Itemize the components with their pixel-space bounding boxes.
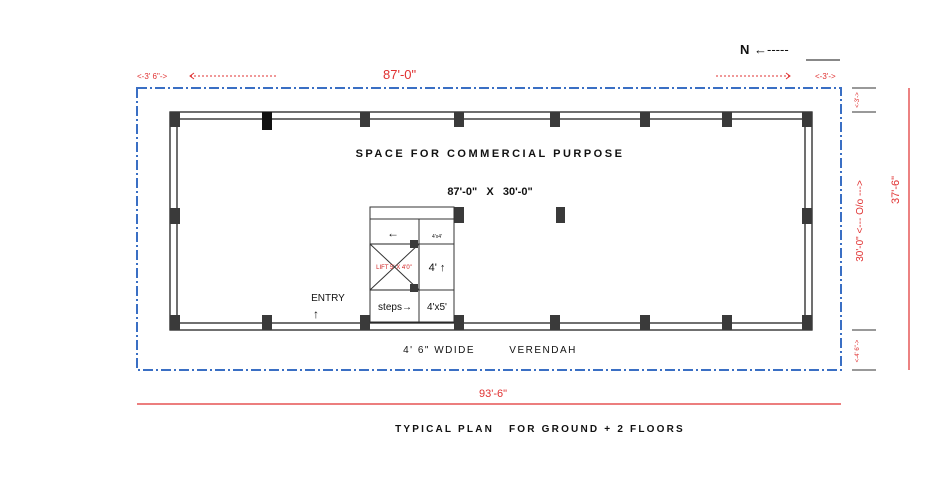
building-walls — [169, 111, 813, 331]
left-setback-dim: <-3' 6"-> — [137, 72, 167, 81]
right-dimension-lines — [852, 87, 876, 371]
right-bottom-dim: <-4' 6"-> — [855, 339, 861, 362]
right-top-dim: <-3'-> — [855, 92, 861, 108]
north-arrow: ←----- — [754, 42, 789, 57]
entry-arrow: ↑ — [313, 307, 319, 321]
lift-label: LIFT 5' X 4'0" — [376, 265, 412, 271]
entry-label: ENTRY — [311, 293, 345, 304]
plan-title: TYPICAL PLAN FOR GROUND + 2 FLOORS — [395, 424, 685, 435]
stair-bottom-label: 4'x5' — [427, 302, 447, 313]
overall-width-dim: 93'-6" — [479, 388, 507, 400]
top-width-dim: 87'-0" — [383, 67, 417, 82]
overall-depth-dim: 37'-6" — [890, 176, 902, 204]
stair-landing-label: 4'x4' — [432, 234, 442, 240]
columns — [170, 112, 812, 330]
stair-steps-label: steps→ — [378, 302, 412, 313]
stair-flight-label: 4' ↑ — [429, 262, 446, 274]
top-dimension-lines — [189, 72, 791, 80]
right-mid-dim: 30'-0" <--- O/o ---> — [855, 180, 866, 262]
lift-columns — [410, 240, 418, 292]
verandah-label: 4' 6" WDIDE VERENDAH — [403, 345, 577, 356]
stair-top-arrow: ← — [387, 226, 399, 240]
right-setback-dim: <-3'-> — [815, 72, 836, 81]
plot-boundary — [136, 87, 842, 371]
plan-size-label: 87'-0" X 30'-0" — [447, 186, 532, 198]
north-label: N — [740, 42, 749, 57]
main-space-label: SPACE FOR COMMERCIAL PURPOSE — [356, 148, 625, 160]
